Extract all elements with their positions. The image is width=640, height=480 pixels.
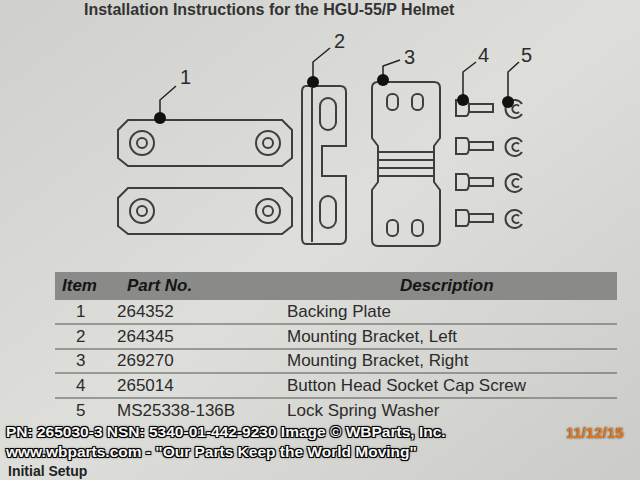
callout-dots — [154, 74, 514, 124]
part-description: Mounting Bracket, Right — [287, 351, 468, 371]
callout-number: 2 — [334, 30, 345, 53]
page-title: Installation Instructions for the HGU-55… — [84, 1, 454, 19]
item-number: 5 — [76, 401, 85, 421]
watermark: www.wbparts.com - "Our Parts Keep the Wo… — [6, 443, 417, 461]
part-number: 265014 — [117, 376, 174, 396]
item-number: 1 — [76, 302, 85, 322]
washer — [506, 100, 522, 228]
part-number: 269270 — [117, 351, 174, 371]
part-description: Mounting Bracket, Left — [287, 327, 457, 347]
part-number: MS25338-136B — [117, 401, 235, 421]
watermark: PN: 265030-3 NSN: 5340-01-442-9230 Image… — [6, 423, 446, 441]
table-rules — [55, 324, 617, 398]
table-header: Description — [400, 276, 494, 296]
part-description: Lock Spring Washer — [287, 401, 439, 421]
mounting-bracket — [302, 86, 346, 244]
leader-lines — [160, 48, 519, 118]
mounting-bracket — [372, 82, 440, 246]
table-header-band — [55, 272, 617, 300]
table-header: Part No. — [127, 276, 192, 296]
item-number: 4 — [76, 376, 85, 396]
item-number: 2 — [76, 327, 85, 347]
date-stamp: 11/12/15 — [566, 424, 624, 441]
callout-number: 3 — [404, 46, 415, 69]
part-number: 264345 — [117, 327, 174, 347]
callout-number: 1 — [180, 66, 191, 89]
part-description: Button Head Socket Cap Screw — [287, 376, 526, 396]
backing-plate — [118, 188, 292, 234]
part-description: Backing Plate — [287, 302, 391, 322]
table-header: Item — [62, 276, 97, 296]
callout-number: 4 — [478, 44, 489, 67]
part-number: 264352 — [117, 302, 174, 322]
backing-plate — [118, 120, 292, 166]
part-drawings — [118, 82, 522, 246]
callout-number: 5 — [521, 44, 532, 67]
item-number: 3 — [76, 351, 85, 371]
screw — [456, 100, 493, 226]
section-heading: Initial Setup — [8, 463, 87, 479]
